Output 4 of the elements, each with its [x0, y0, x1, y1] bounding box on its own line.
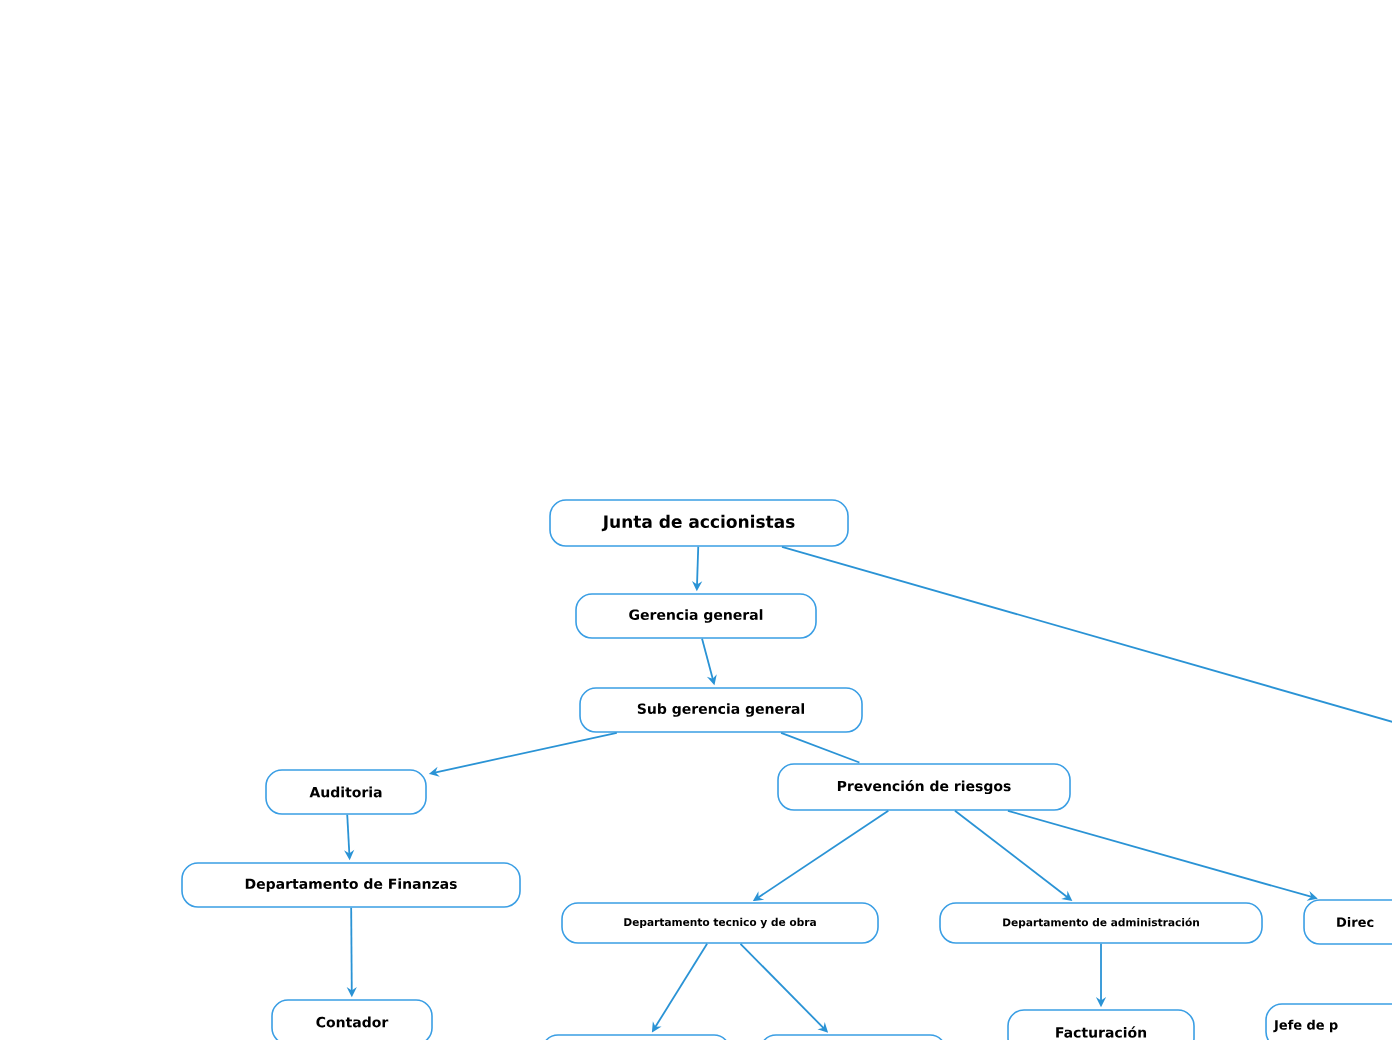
empty-box: [759, 1034, 947, 1040]
org-box: Junta de accionistas: [549, 499, 849, 547]
connector: [781, 545, 1392, 725]
empty-box: [541, 1034, 731, 1040]
